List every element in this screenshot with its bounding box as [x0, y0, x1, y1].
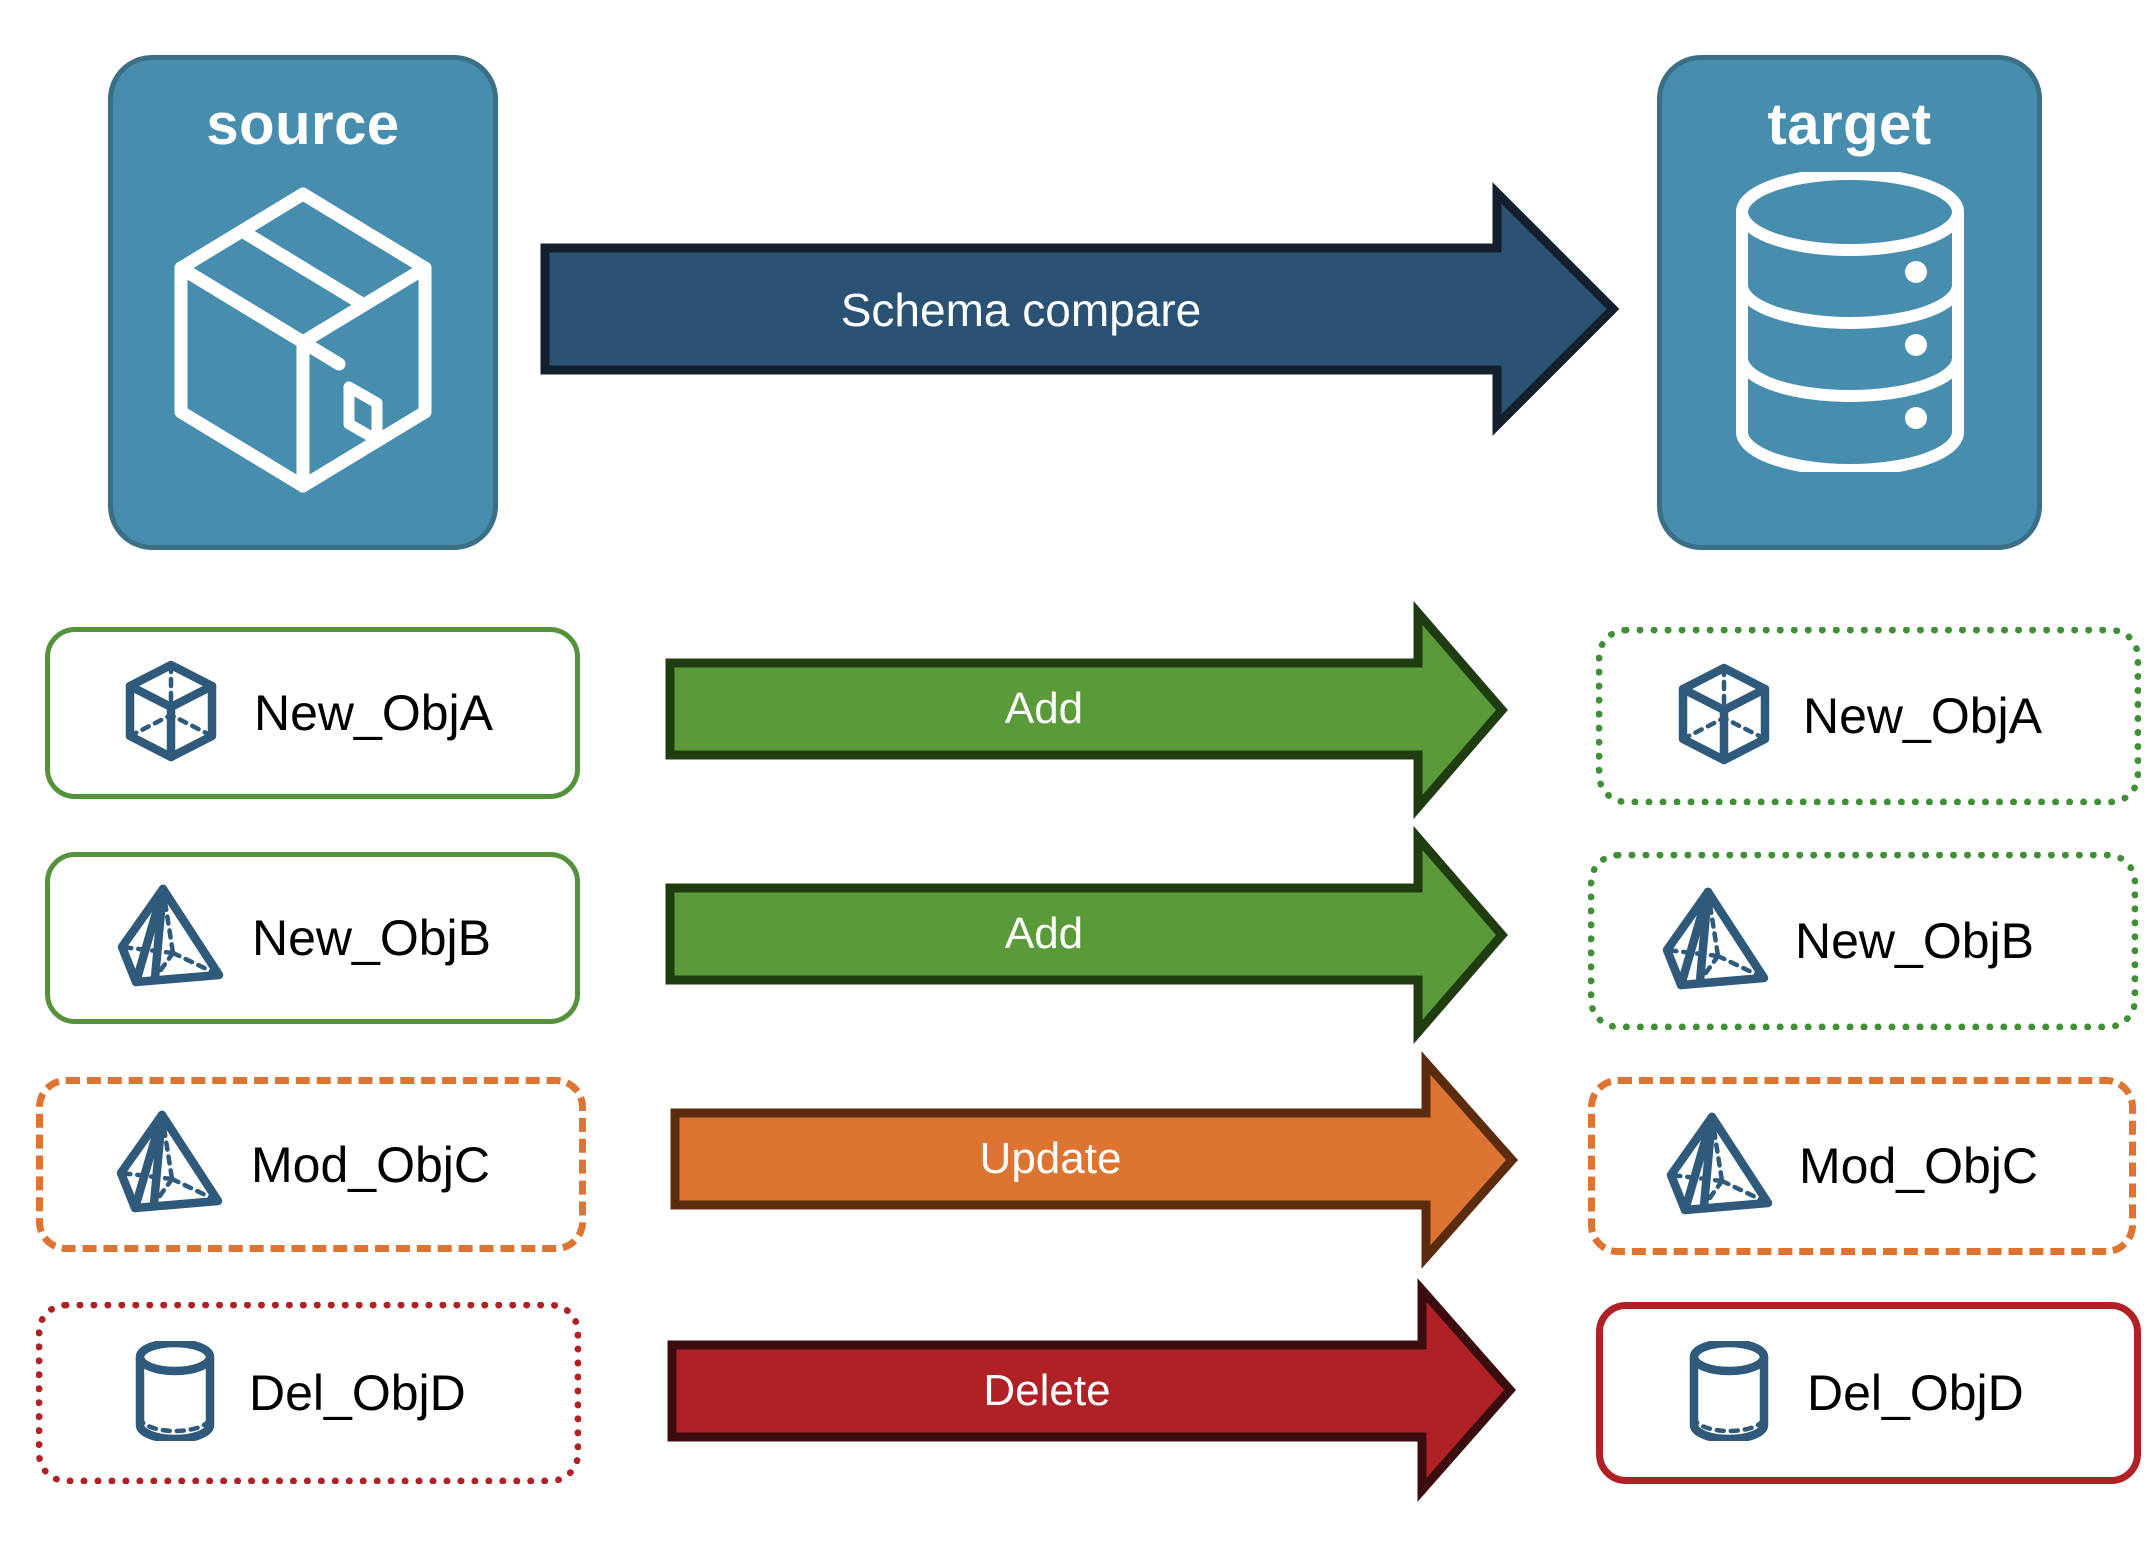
source-endpoint-card[interactable]: source: [108, 55, 498, 550]
source-object-box-new-objb[interactable]: New_ObjB: [45, 852, 580, 1024]
source-object-box-del-objd[interactable]: Del_ObjD: [36, 1302, 581, 1484]
target-object-label: Mod_ObjC: [1799, 1138, 2038, 1194]
source-object-label: Del_ObjD: [249, 1365, 466, 1421]
schema-compare-label: Schema compare: [840, 284, 1202, 336]
wireframe-pyramid-icon: [115, 1109, 225, 1220]
source-object-box-new-obja[interactable]: New_ObjA: [45, 627, 580, 799]
add-arrow-label-row-1: Add: [1004, 684, 1084, 733]
update-arrow-label-row-3: Update: [979, 1134, 1122, 1183]
wireframe-pyramid-icon: [1661, 886, 1771, 997]
wireframe-cube-icon: [122, 660, 220, 767]
wireframe-cube-icon: [1675, 663, 1773, 770]
target-object-label: New_ObjA: [1803, 688, 2042, 744]
add-arrow-label-row-2: Add: [1004, 909, 1084, 958]
target-endpoint-card[interactable]: target: [1657, 55, 2042, 550]
source-title: source: [206, 92, 400, 157]
target-object-label: New_ObjB: [1795, 913, 2034, 969]
source-object-label: New_ObjB: [252, 910, 491, 966]
target-object-box-del-objd[interactable]: Del_ObjD: [1596, 1302, 2141, 1484]
database-cylinder-icon: [1730, 168, 1970, 477]
source-object-label: New_ObjA: [254, 685, 493, 741]
target-title: target: [1767, 92, 1932, 157]
wireframe-pyramid-icon: [116, 883, 226, 994]
wireframe-pyramid-icon: [1665, 1111, 1775, 1222]
wireframe-cylinder-icon: [1687, 1338, 1771, 1446]
target-object-box-mod-objc[interactable]: Mod_ObjC: [1588, 1077, 2136, 1255]
box-3d-icon: [153, 172, 453, 507]
target-object-box-new-objb[interactable]: New_ObjB: [1588, 852, 2138, 1030]
target-object-box-new-obja[interactable]: New_ObjA: [1596, 627, 2141, 805]
source-object-label: Mod_ObjC: [251, 1136, 490, 1193]
delete-arrow-label-row-4: Delete: [983, 1366, 1111, 1415]
source-object-box-mod-objc[interactable]: Mod_ObjC: [36, 1077, 586, 1252]
target-object-label: Del_ObjD: [1807, 1365, 2024, 1421]
wireframe-cylinder-icon: [133, 1338, 217, 1446]
